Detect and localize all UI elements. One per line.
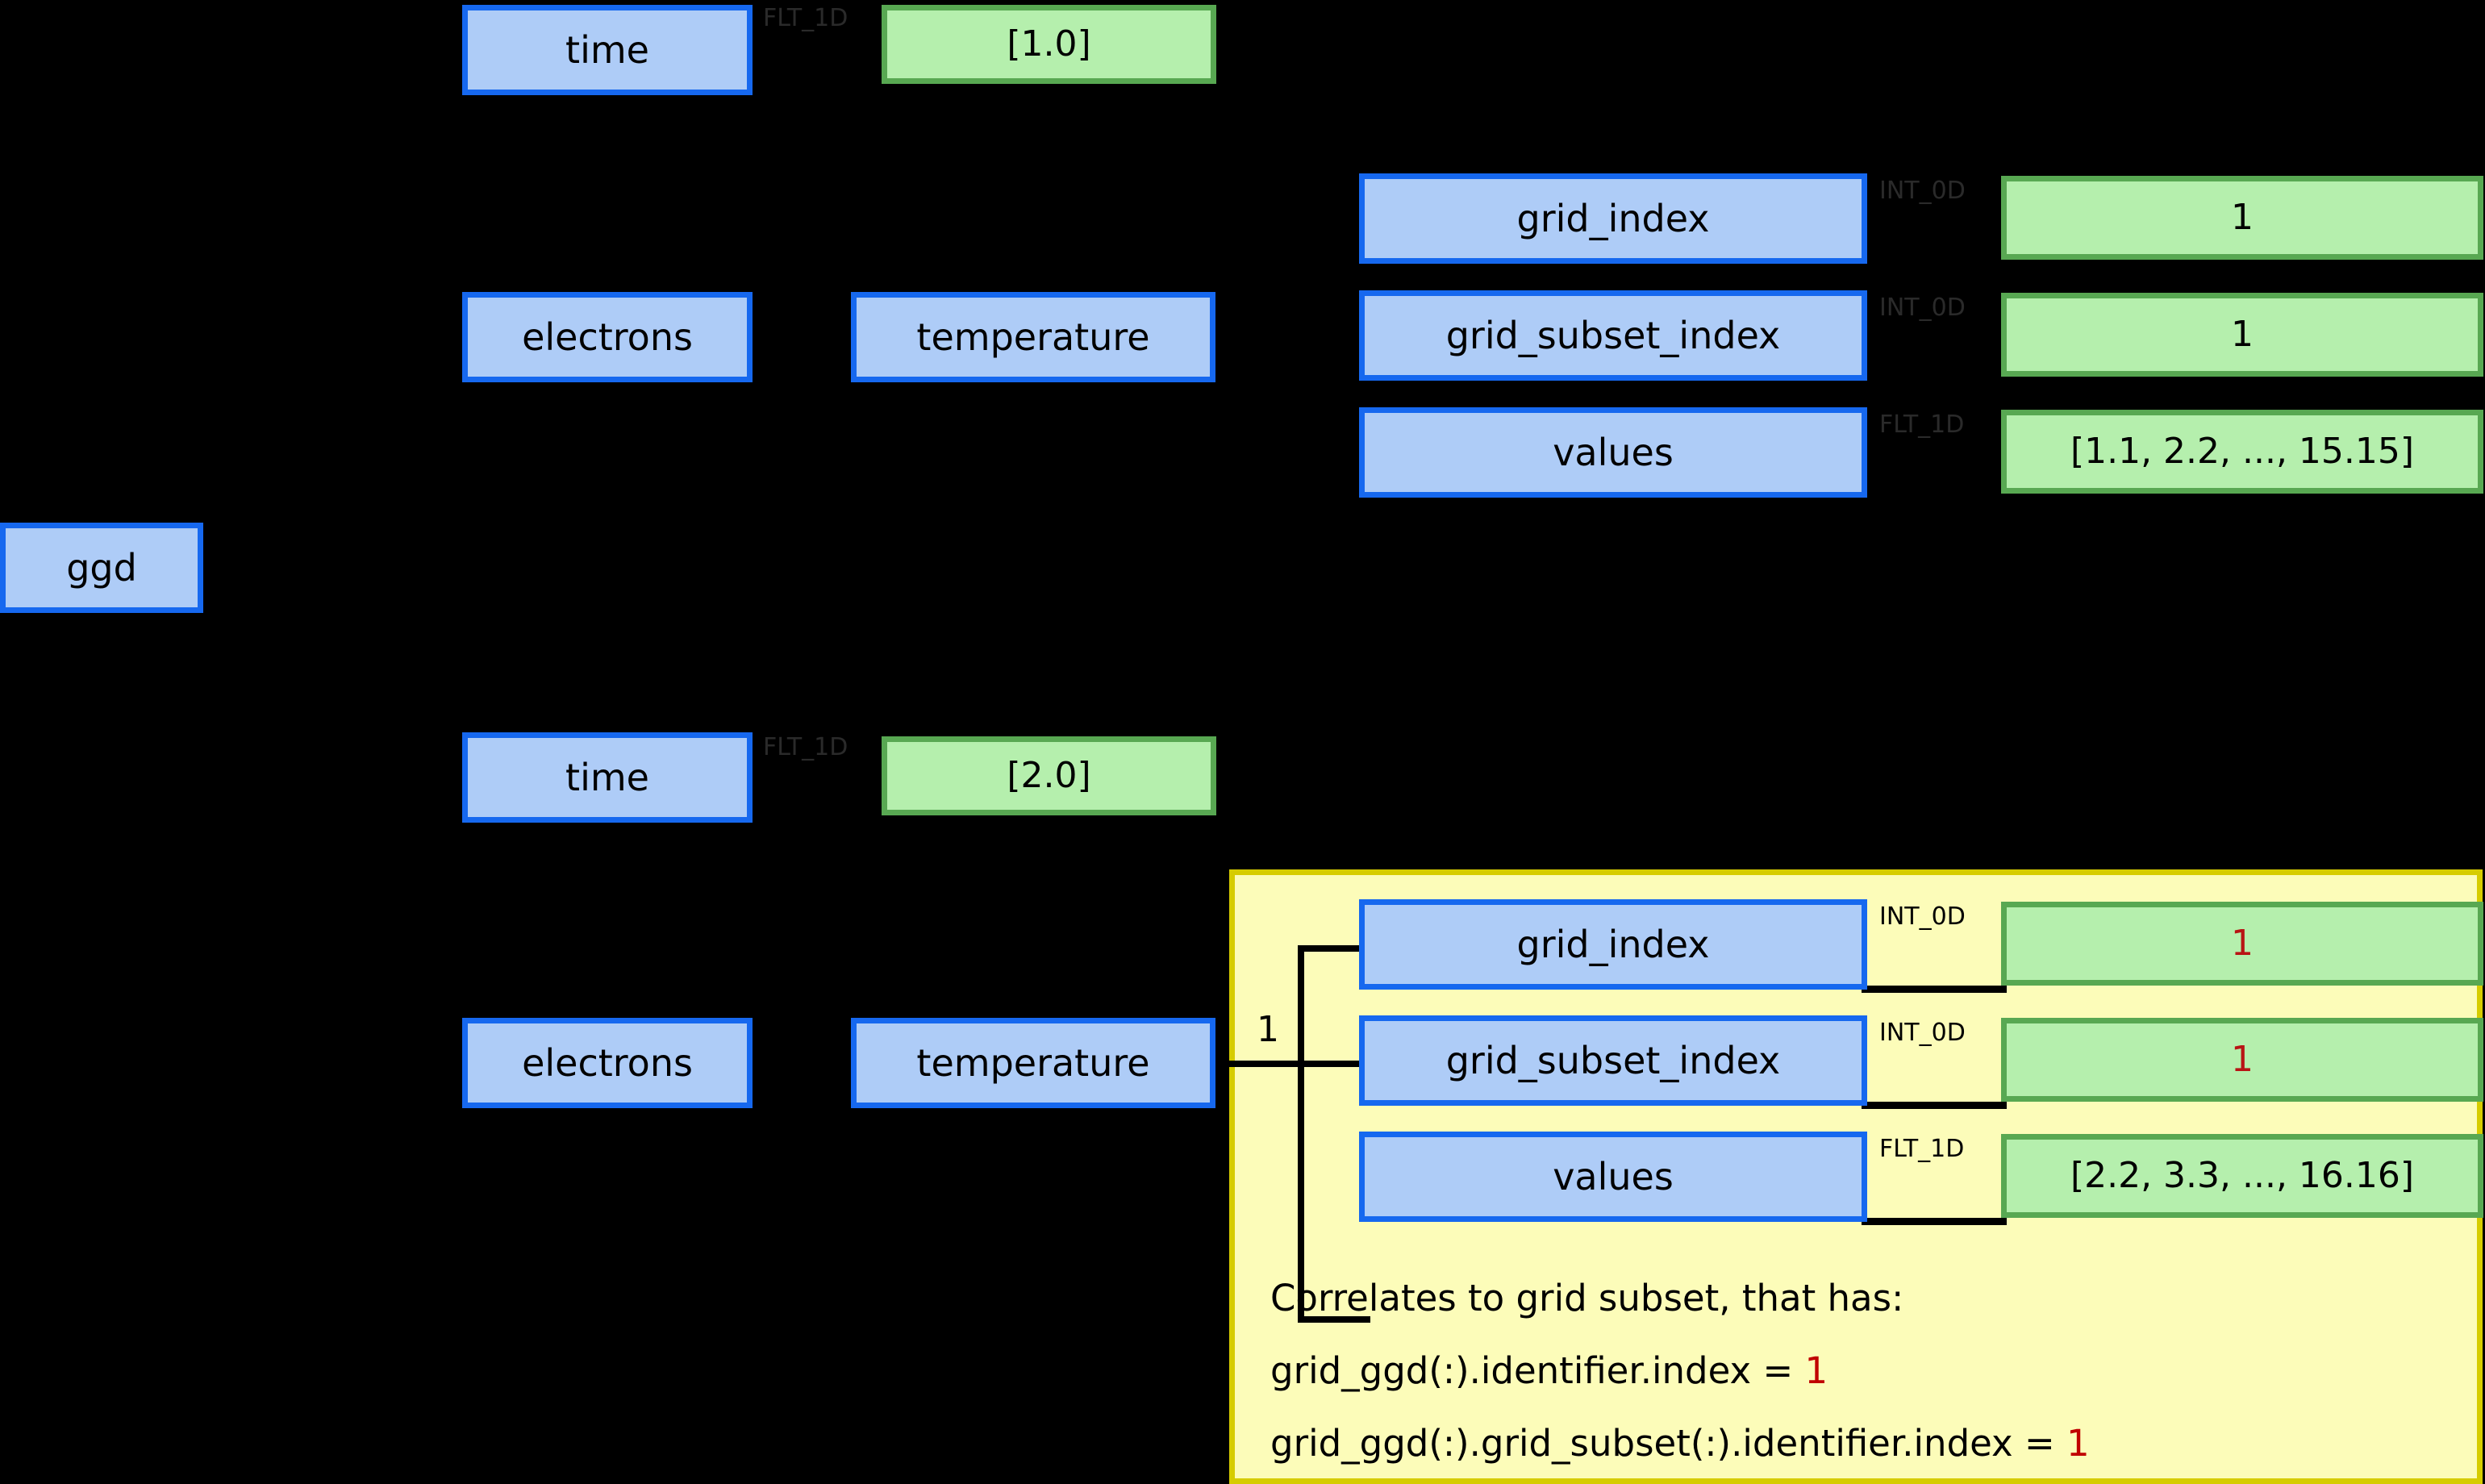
value-grid-index-1: 1 [2001,176,2483,260]
value-text: [2.0] [1007,755,1091,796]
callout-line-2-prefix: grid_ggd(:).identifier.index = [1270,1349,1805,1392]
callout-line-3-prefix: grid_ggd(:).grid_subset(:).identifier.in… [1270,1422,2066,1465]
node-label: temperature [916,315,1150,359]
node-label: grid_index [1516,923,1710,966]
connector-branch-grid-subset-index [1298,1061,1370,1067]
connector-grid-subset-index-to-value [1862,1102,2007,1109]
callout-line-2: grid_ggd(:).identifier.index = 1 [1270,1349,1828,1392]
type-label-values-2: FLT_1D [1879,1135,1965,1163]
node-values-1[interactable]: values [1359,407,1867,498]
connector-branch-values [1298,1316,1370,1323]
type-label-time-1: FLT_1D [763,4,848,32]
type-label-grid-subset-index-2: INT_0D [1879,1019,1966,1047]
value-text: 1 [2231,923,2254,964]
callout-line-3: grid_ggd(:).grid_subset(:).identifier.in… [1270,1422,2090,1465]
node-label: values [1553,1155,1674,1198]
value-text: [1.1, 2.2, ..., 15.15] [2070,431,2415,472]
node-label: electrons [522,315,693,359]
connector-values-to-value [1862,1218,2007,1225]
node-grid-subset-index-1[interactable]: grid_subset_index [1359,290,1867,381]
connector-temperature-trunk [1215,1061,1304,1067]
node-grid-index-1[interactable]: grid_index [1359,173,1867,264]
node-label: grid_subset_index [1445,314,1781,357]
callout-line-3-value: 1 [2066,1422,2090,1465]
multiplicity-label: 1 [1257,1009,1279,1050]
value-text: [1.0] [1007,23,1091,65]
node-label: grid_subset_index [1445,1039,1781,1082]
node-label: values [1553,431,1674,474]
value-text: 1 [2231,314,2254,355]
value-time-2: [2.0] [882,736,1216,815]
type-label-grid-index-2: INT_0D [1879,902,1966,931]
node-temperature-2[interactable]: temperature [851,1018,1215,1108]
node-label: electrons [522,1041,693,1085]
value-time-1: [1.0] [882,5,1216,84]
node-temperature-1[interactable]: temperature [851,292,1215,382]
node-grid-index-2[interactable]: grid_index [1359,899,1867,990]
node-electrons-2[interactable]: electrons [462,1018,753,1108]
callout-line-1: Correlates to grid subset, that has: [1270,1277,1904,1319]
node-grid-subset-index-2[interactable]: grid_subset_index [1359,1015,1867,1106]
value-values-1: [1.1, 2.2, ..., 15.15] [2001,410,2483,494]
type-label-values-1: FLT_1D [1879,411,1965,439]
connector-branch-grid-index [1298,945,1370,952]
value-text: [2.2, 3.3, ..., 16.16] [2070,1155,2415,1196]
value-grid-subset-index-2: 1 [2001,1018,2483,1102]
connector-grid-index-to-value [1862,986,2007,993]
node-time-1[interactable]: time [462,5,753,95]
value-grid-index-2: 1 [2001,902,2483,986]
node-label: temperature [916,1041,1150,1085]
node-label: time [565,28,649,72]
node-electrons-1[interactable]: electrons [462,292,753,382]
node-label: ggd [66,546,137,590]
node-values-2[interactable]: values [1359,1132,1867,1222]
value-values-2: [2.2, 3.3, ..., 16.16] [2001,1134,2483,1218]
node-time-2[interactable]: time [462,732,753,823]
callout-line-2-value: 1 [1804,1349,1828,1392]
value-text: 1 [2231,197,2254,238]
value-grid-subset-index-1: 1 [2001,293,2483,377]
type-label-grid-subset-index-1: INT_0D [1879,294,1966,322]
node-label: grid_index [1516,197,1710,240]
value-text: 1 [2231,1039,2254,1080]
connector-vertical-spine [1298,945,1304,1323]
type-label-time-2: FLT_1D [763,733,848,761]
node-ggd-root[interactable]: ggd [0,523,203,613]
type-label-grid-index-1: INT_0D [1879,177,1966,205]
node-label: time [565,756,649,799]
